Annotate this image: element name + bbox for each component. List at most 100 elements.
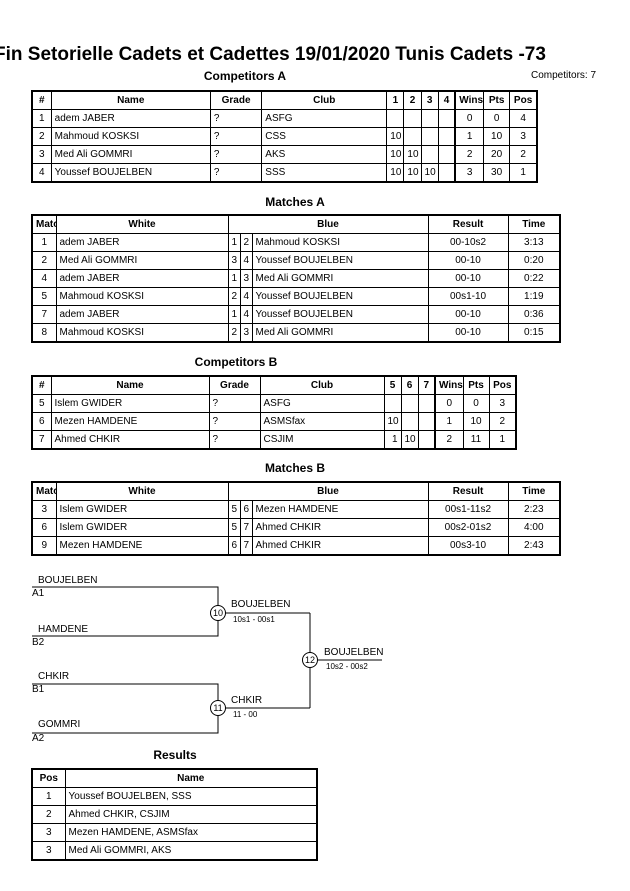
- col-header: 2: [403, 90, 422, 110]
- cell: 2: [31, 127, 52, 146]
- matches-a-table: Match White Blue Result Time 1 adem JABE…: [31, 214, 562, 343]
- cell: Mezen HAMDENE, ASMSfax: [64, 823, 318, 842]
- col-header: Match: [31, 214, 57, 234]
- bracket-score: 10s1 - 00s1: [233, 615, 275, 624]
- cell: 20: [482, 145, 511, 164]
- table-row: 3 Mezen HAMDENE, ASMSfax: [31, 823, 318, 842]
- col-header: Name: [64, 768, 318, 788]
- table-row: 4 Youssef BOUJELBEN ? SSS 10 10 10 3 30 …: [31, 163, 538, 183]
- cell: 6: [31, 518, 57, 537]
- cell: [437, 163, 456, 183]
- cell: 3: [488, 394, 517, 413]
- cell: CSJIM: [259, 430, 385, 450]
- cell: [437, 145, 456, 164]
- table-header-row: # Name Grade Club 1 2 3 4 Wins Pts Pos: [31, 90, 538, 110]
- cell: 10: [400, 430, 419, 450]
- cell: 0: [482, 109, 511, 128]
- cell: 00s2-01s2: [427, 518, 509, 537]
- bracket-seed-label: A2: [32, 733, 45, 744]
- cell: 1:19: [507, 287, 561, 306]
- cell: [417, 412, 436, 431]
- table-row: 1 adem JABER 1 2 Mahmoud KOSKSI 00-10s2 …: [31, 233, 561, 252]
- match-number-badge: 10: [210, 605, 226, 621]
- cell: 2: [434, 430, 464, 450]
- col-header: White: [55, 481, 229, 501]
- cell: 3: [31, 841, 66, 861]
- cell: 2: [31, 805, 66, 824]
- cell: [437, 127, 456, 146]
- cell: 10: [462, 412, 490, 431]
- cell: 0: [462, 394, 490, 413]
- cell: 10: [383, 412, 402, 431]
- table-row: 7 adem JABER 1 4 Youssef BOUJELBEN 00-10…: [31, 305, 561, 324]
- table-row: 2 Ahmed CHKIR, CSJIM: [31, 805, 318, 824]
- cell: 3: [239, 323, 253, 343]
- table-row: 5 Mahmoud KOSKSI 2 4 Youssef BOUJELBEN 0…: [31, 287, 561, 306]
- table-row: 1 adem JABER ? ASFG 0 0 4: [31, 109, 538, 128]
- competitors-b-title: Competitors B: [194, 355, 278, 369]
- col-header: #: [31, 90, 52, 110]
- cell: 1: [31, 233, 57, 252]
- bracket-score: 10s2 - 00s2: [326, 662, 368, 671]
- cell: [403, 127, 422, 146]
- cell: ?: [209, 109, 263, 128]
- cell: adem JABER: [50, 109, 211, 128]
- cell: 0: [434, 394, 464, 413]
- cell: Med Ali GOMMRI: [50, 145, 211, 164]
- cell: 10: [386, 163, 405, 183]
- col-header: Time: [507, 214, 561, 234]
- cell: Mahmoud KOSKSI: [55, 287, 229, 306]
- cell: 10: [403, 163, 422, 183]
- cell: adem JABER: [55, 305, 229, 324]
- cell: 00s3-10: [427, 536, 509, 556]
- cell: [383, 394, 402, 413]
- table-row: 2 Med Ali GOMMRI 3 4 Youssef BOUJELBEN 0…: [31, 251, 561, 270]
- col-header: Wins: [434, 375, 464, 395]
- cell: 4: [509, 109, 538, 128]
- cell: 4: [31, 269, 57, 288]
- cell: 10: [403, 145, 422, 164]
- cell: 7: [31, 430, 52, 450]
- cell: 00s1-11s2: [427, 500, 509, 519]
- cell: 00-10: [427, 251, 509, 270]
- col-header: Club: [259, 375, 385, 395]
- cell: adem JABER: [55, 233, 229, 252]
- cell: 10: [386, 145, 405, 164]
- cell: 1: [434, 412, 464, 431]
- cell: 0:15: [507, 323, 561, 343]
- cell: 3: [454, 163, 485, 183]
- col-header: Pts: [482, 90, 511, 110]
- bracket-seed-label: B1: [32, 684, 45, 695]
- cell: 3: [31, 823, 66, 842]
- cell: ?: [208, 430, 261, 450]
- cell: 4: [239, 305, 253, 324]
- cell: [420, 145, 439, 164]
- cell: Youssef BOUJELBEN: [50, 163, 211, 183]
- cell: ASFG: [259, 394, 385, 413]
- cell: Ahmed CHKIR, CSJIM: [64, 805, 318, 824]
- col-header: Club: [261, 90, 388, 110]
- cell: Mahmoud KOSKSI: [50, 127, 211, 146]
- table-row: 5 Islem GWIDER ? ASFG 0 0 3: [31, 394, 517, 413]
- col-header: 1: [386, 90, 405, 110]
- table-row: 8 Mahmoud KOSKSI 2 3 Med Ali GOMMRI 00-1…: [31, 323, 561, 343]
- bracket-entrant-name: BOUJELBEN: [38, 575, 98, 586]
- cell: [420, 127, 439, 146]
- cell: ?: [209, 127, 263, 146]
- bracket-winner-name: CHKIR: [231, 695, 263, 706]
- cell: 6: [227, 536, 241, 556]
- table-header-row: # Name Grade Club 5 6 7 Wins Pts Pos: [31, 375, 517, 395]
- cell: Med Ali GOMMRI: [251, 323, 429, 343]
- cell: 1: [227, 305, 241, 324]
- cell: ASFG: [261, 109, 388, 128]
- table-header-row: Match White Blue Result Time: [31, 214, 561, 234]
- cell: 30: [482, 163, 511, 183]
- table-row: 2 Mahmoud KOSKSI ? CSS 10 1 10 3: [31, 127, 538, 146]
- table-row: 6 Mezen HAMDENE ? ASMSfax 10 1 10 2: [31, 412, 517, 431]
- match-number-badge: 12: [302, 652, 318, 668]
- cell: [417, 394, 436, 413]
- cell: Ahmed CHKIR: [251, 518, 429, 537]
- table-header-row: Pos Name: [31, 768, 318, 788]
- cell: 2: [227, 287, 241, 306]
- cell: 2: [31, 251, 57, 270]
